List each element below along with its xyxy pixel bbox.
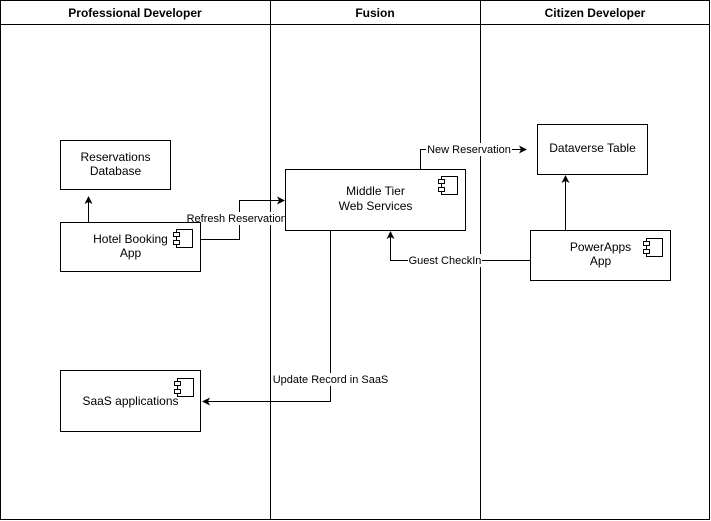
node-label-line: App bbox=[120, 246, 142, 260]
edge-label-new-reservation: New Reservation bbox=[427, 144, 511, 156]
node-reservations-database: Reservations Database bbox=[60, 140, 171, 190]
node-middle-tier-web-services: Middle Tier Web Services bbox=[285, 169, 466, 231]
node-label-line: Hotel Booking bbox=[93, 232, 168, 246]
lane-title-fusion: Fusion bbox=[355, 6, 394, 20]
edge-refresh-reservations: Refresh Reservations bbox=[187, 196, 293, 240]
lane-title-citizen-developer: Citizen Developer bbox=[545, 6, 646, 20]
node-powerapps-app: PowerApps App bbox=[530, 230, 671, 281]
node-label-line: App bbox=[590, 254, 612, 268]
node-hotel-booking-app: Hotel Booking App bbox=[60, 222, 201, 272]
lane-title-professional-developer: Professional Developer bbox=[68, 6, 202, 20]
edge-label-guest-checkin: Guest CheckIn bbox=[409, 255, 482, 267]
component-icon bbox=[174, 378, 194, 397]
node-dataverse-table: Dataverse Table bbox=[537, 124, 648, 175]
edge-update-record: Update Record in SaaS bbox=[202, 231, 389, 406]
component-icon bbox=[173, 229, 193, 248]
edge-guest-checkin: Guest CheckIn bbox=[386, 231, 530, 267]
edge-label-update-record: Update Record in SaaS bbox=[273, 374, 389, 386]
node-saas-applications: SaaS applications bbox=[60, 370, 201, 432]
component-icon bbox=[643, 238, 663, 257]
node-label-line: PowerApps bbox=[570, 240, 631, 254]
node-label-line: Middle Tier bbox=[346, 184, 405, 198]
edge-new-reservation: New Reservation bbox=[420, 143, 527, 169]
edge-label-refresh-reservations: Refresh Reservations bbox=[187, 213, 293, 225]
node-label-line: Reservations bbox=[80, 150, 150, 164]
node-label-line: SaaS applications bbox=[82, 394, 178, 408]
node-label-line: Web Services bbox=[339, 199, 413, 213]
node-label-line: Dataverse Table bbox=[549, 141, 636, 155]
node-label-line: Database bbox=[90, 164, 142, 178]
component-icon bbox=[438, 176, 458, 195]
